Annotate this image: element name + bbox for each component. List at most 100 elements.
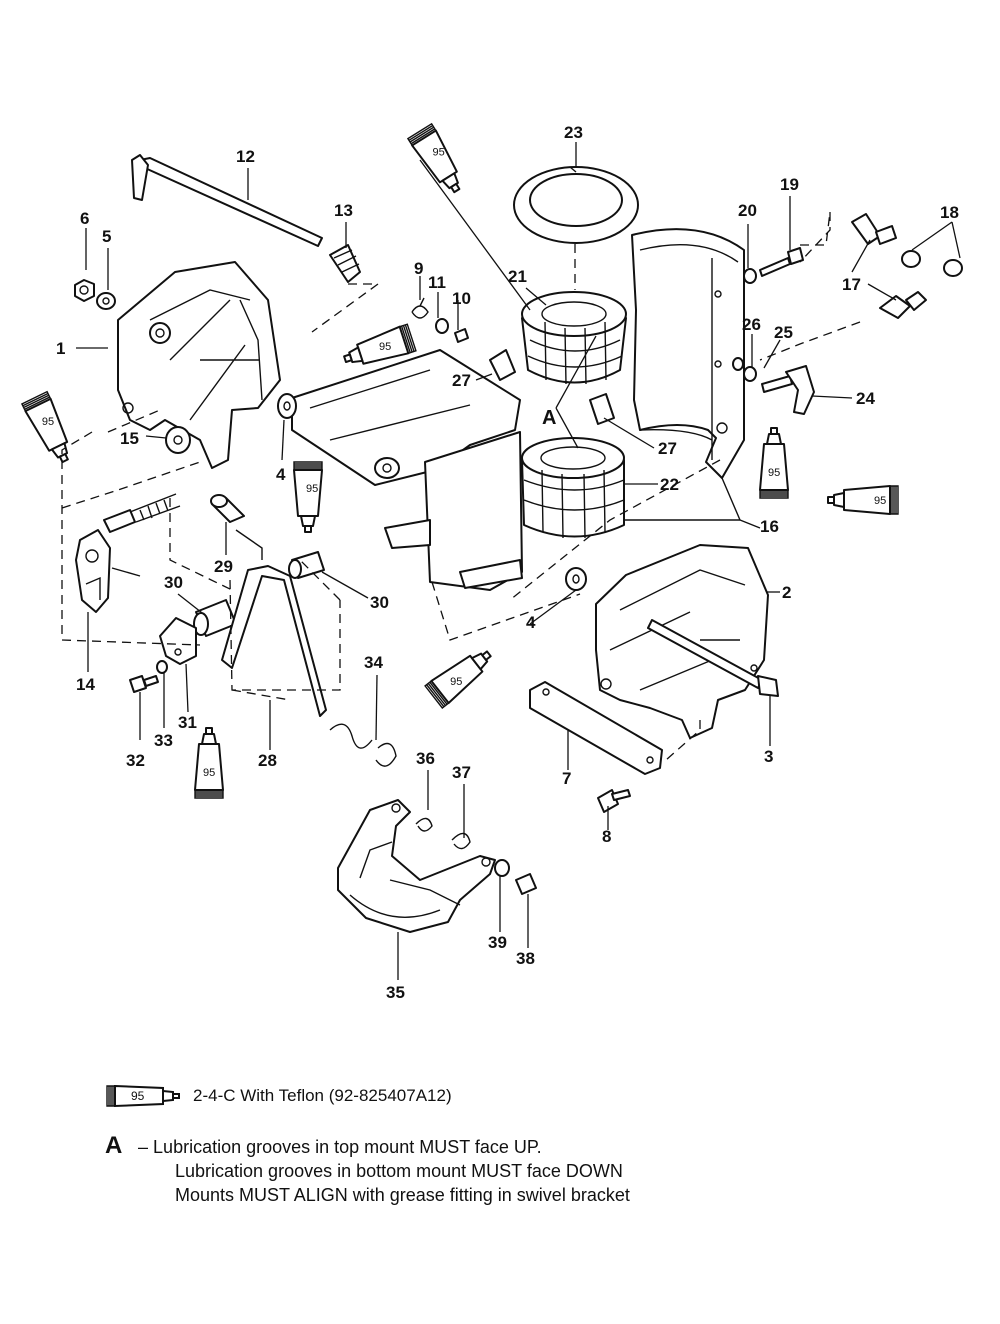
assembly-lines: [61, 211, 861, 761]
swivel-housing: [631, 228, 745, 479]
note-key: A: [105, 1132, 123, 1159]
screw-38: [515, 873, 537, 895]
upper-mount-21: [521, 291, 627, 385]
washer-26: [732, 357, 744, 371]
svg-text:95: 95: [432, 147, 444, 159]
grease-fitting-17-lower: [879, 291, 927, 319]
lower-mount-22: [521, 437, 625, 539]
callout-39: 39: [488, 933, 507, 952]
callout-2: 2: [782, 583, 791, 602]
washer-33: [156, 660, 168, 674]
thrust-washer-4-lower: [565, 567, 587, 591]
callout-16: 16: [760, 517, 779, 536]
note-line-3: Mounts MUST ALIGN with grease fitting in…: [175, 1185, 630, 1205]
callout-20: 20: [738, 201, 757, 220]
note-dash: –: [138, 1137, 149, 1157]
tilt-lock-rod-12: [131, 154, 323, 247]
spring-37: [451, 832, 471, 850]
washer-20: [743, 268, 757, 284]
callout-21: 21: [508, 267, 527, 286]
grease-tube-3: 95: [20, 390, 79, 468]
callout-10: 10: [452, 289, 471, 308]
svg-text:95: 95: [874, 495, 886, 507]
cap-18-lower: [943, 259, 963, 277]
svg-text:95: 95: [306, 483, 318, 495]
grease-tube-8: 95: [194, 727, 224, 799]
callout-18: 18: [940, 203, 959, 222]
callout-5: 5: [102, 227, 111, 246]
spring-13: [329, 244, 361, 283]
callout-27-upper: 27: [452, 371, 471, 390]
callout-26: 26: [742, 315, 761, 334]
svg-text:95: 95: [42, 416, 54, 428]
callout-22: 22: [660, 475, 679, 494]
spring-9: [411, 297, 429, 319]
callout-33: 33: [154, 731, 173, 750]
callout-11: 11: [428, 273, 446, 292]
legend-text: 2-4-C With Teflon (92-825407A12): [193, 1086, 452, 1105]
pad-27-upper: [489, 349, 516, 381]
callout-36: 36: [416, 749, 435, 768]
washer-11: [435, 318, 449, 334]
callout-24: 24: [856, 389, 875, 408]
grease-tube-2: 95: [339, 323, 417, 374]
callout-1: 1: [56, 339, 65, 358]
washer-5: [96, 292, 116, 310]
clamp-bracket-left: [117, 261, 281, 469]
leader-lines: [76, 142, 961, 980]
nut-6: [74, 279, 95, 302]
callout-19: 19: [780, 175, 799, 194]
grease-tube-7: 95: [424, 641, 499, 709]
svg-text:95: 95: [450, 676, 462, 688]
exploded-parts-diagram: 95 95 95 95 95 95 95 95: [20, 122, 963, 1002]
legend: 95 2-4-C With Teflon (92-825407A12): [105, 1080, 452, 1112]
callout-28: 28: [258, 751, 277, 770]
screw-8: [597, 789, 631, 813]
callout-27-lower: 27: [658, 439, 677, 458]
callout-32: 32: [126, 751, 145, 770]
svg-text:95: 95: [203, 767, 215, 779]
callout-25: 25: [774, 323, 793, 342]
callout-8: 8: [602, 827, 611, 846]
tilt-support-35: [337, 799, 496, 933]
grease-tube-6: 95: [827, 485, 899, 515]
tilt-knob-15: [165, 426, 191, 454]
callout-17: 17: [842, 275, 861, 294]
callout-4-lower: 4: [526, 613, 536, 632]
screw-32: [129, 675, 159, 693]
callout-13: 13: [334, 201, 353, 220]
tilt-lever-28: [221, 529, 327, 717]
callout-30-left: 30: [164, 573, 183, 592]
callout-38: 38: [516, 949, 535, 968]
callout-9: 9: [414, 259, 423, 278]
plate-7: [529, 681, 663, 775]
sleeve-29: [210, 494, 245, 523]
callout-labels: 1 2 3 4 4 5 6 7 8 9 10 11 12 13 14 15 16…: [56, 123, 959, 1002]
note-line-2: Lubrication grooves in bottom mount MUST…: [175, 1161, 623, 1181]
bracket-31: [159, 617, 197, 665]
washer-25: [743, 366, 757, 382]
note-text-1: Lubrication grooves in top mount MUST fa…: [153, 1137, 542, 1157]
svg-text:95: 95: [379, 341, 391, 353]
bolt-3: [647, 619, 779, 697]
callout-15: 15: [120, 429, 139, 448]
callout-7: 7: [562, 769, 571, 788]
callout-12: 12: [236, 147, 255, 166]
grease-tube-4: 95: [293, 461, 323, 533]
callout-A: A: [542, 407, 556, 429]
grease-tube-icon: 95: [106, 1084, 180, 1108]
note-line-1: A – Lubrication grooves in top mount MUS…: [105, 1134, 630, 1159]
note-block: A – Lubrication grooves in top mount MUS…: [105, 1134, 630, 1207]
callout-35: 35: [386, 983, 405, 1002]
callout-37: 37: [452, 763, 471, 782]
grease-tube-1: 95: [406, 122, 470, 199]
callout-30-right: 30: [370, 593, 389, 612]
spring-34: [329, 723, 397, 767]
tilt-pin-assembly: [103, 493, 181, 533]
lock-screw-24: [761, 365, 815, 415]
legend-row: 95 2-4-C With Teflon (92-825407A12): [105, 1080, 452, 1112]
grease-fitting-17-upper: [851, 213, 897, 245]
svg-text:95: 95: [768, 467, 780, 479]
swivel-bracket: [291, 349, 523, 591]
bushing-30-right: [288, 551, 325, 579]
